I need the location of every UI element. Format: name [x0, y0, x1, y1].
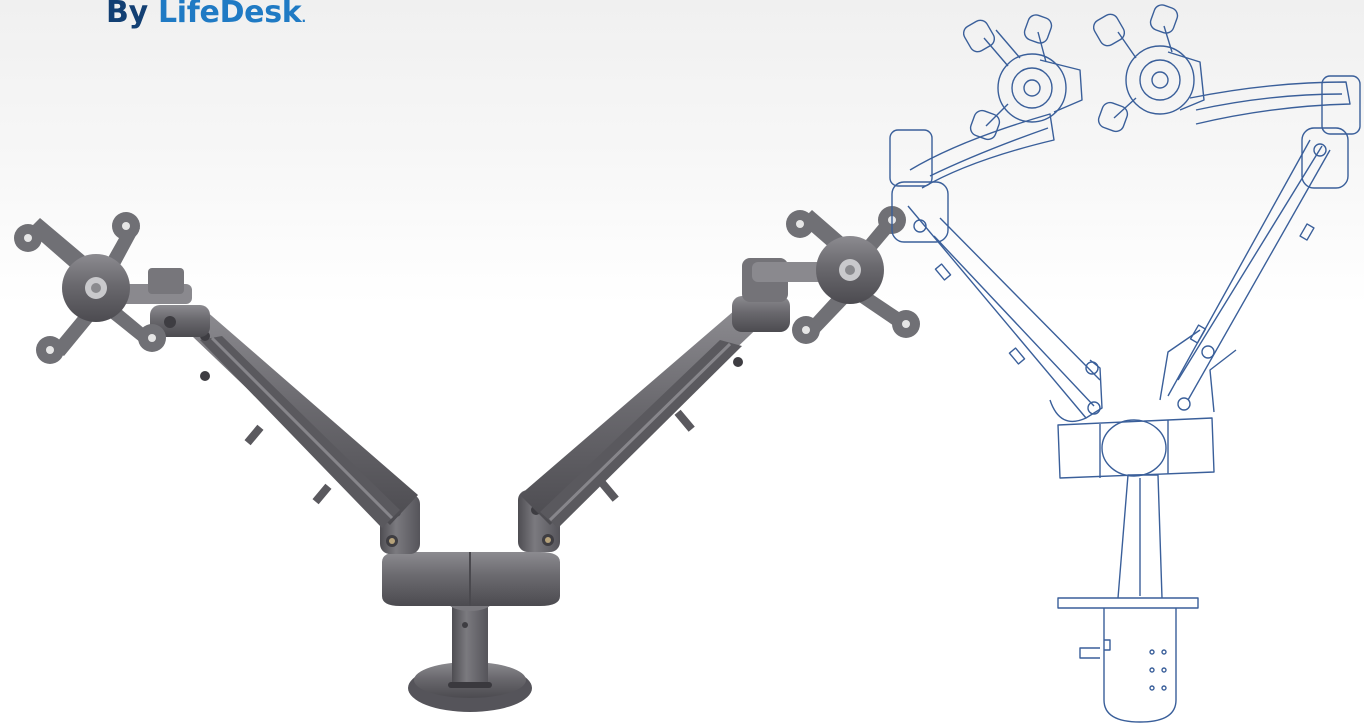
left-vesa-mount: [14, 212, 166, 364]
desk-clamp: [1057, 597, 1199, 609]
brand-prefix: By: [106, 0, 158, 30]
dual-monitor-arm-render: [14, 206, 920, 712]
sketch-hub: [1057, 417, 1215, 479]
brand-suffix: .: [301, 11, 306, 25]
left-arm-gas-spring: [200, 336, 400, 528]
pole: [452, 600, 488, 682]
dual-monitor-arm-line-drawing: [889, 4, 1361, 723]
base-slot: [448, 682, 492, 688]
right-vesa-mount: [786, 206, 920, 344]
brand-logo[interactable]: By LifeDesk.: [106, 0, 306, 40]
brand-name: LifeDesk: [157, 0, 302, 30]
